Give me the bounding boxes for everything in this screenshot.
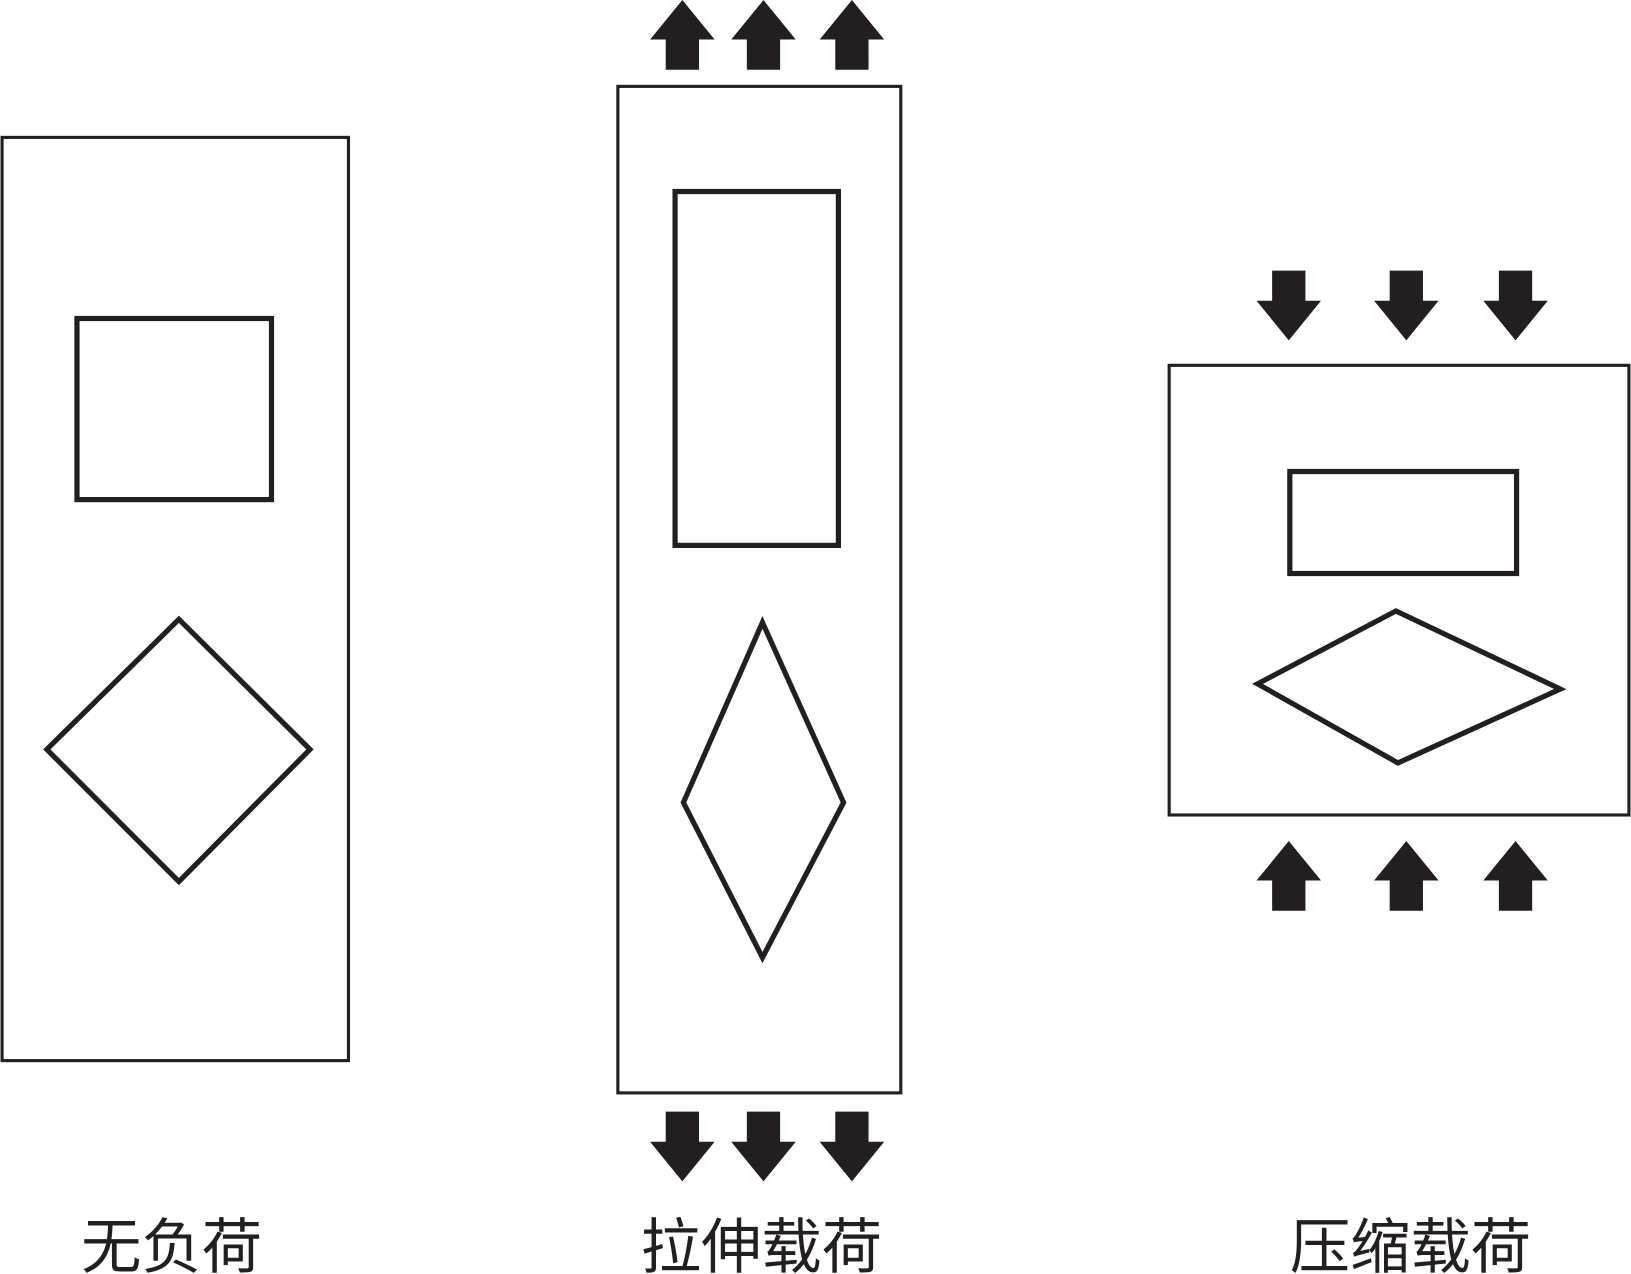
compressed-diamond-marker [1252,608,1567,766]
panel-label-compression: 压缩载荷 [1290,1213,1531,1274]
panel-label-tension: 拉伸载荷 [641,1213,882,1274]
down-arrow-icon [1374,270,1439,341]
up-arrow-icon [731,0,796,70]
panel-no-load: 无负荷 [0,135,351,1274]
up-arrow-icon [819,0,885,70]
square-marker [74,315,275,503]
down-arrow-icon [1483,270,1548,341]
specimen-outline [616,84,903,1095]
stretched-rectangle-marker [672,188,841,549]
up-arrow-icon [1256,841,1322,911]
up-arrow-icon [650,0,715,70]
compressed-rectangle-marker [1287,468,1520,577]
panel-tension: 拉伸载荷 [616,0,903,1274]
down-arrow-icon [650,1111,715,1182]
panel-compression: 压缩载荷 [1167,270,1631,1274]
up-arrow-icon [1483,841,1548,911]
diamond-marker [43,615,314,886]
up-arrow-icon [1374,841,1439,911]
specimen-outline [0,135,351,1063]
down-arrow-icon [1256,270,1322,341]
down-arrow-icon [819,1111,885,1182]
specimen-outline [1167,363,1631,817]
down-arrow-icon [731,1111,796,1182]
stretched-diamond-marker [680,616,847,964]
panel-label-no-load: 无负荷 [81,1213,262,1274]
